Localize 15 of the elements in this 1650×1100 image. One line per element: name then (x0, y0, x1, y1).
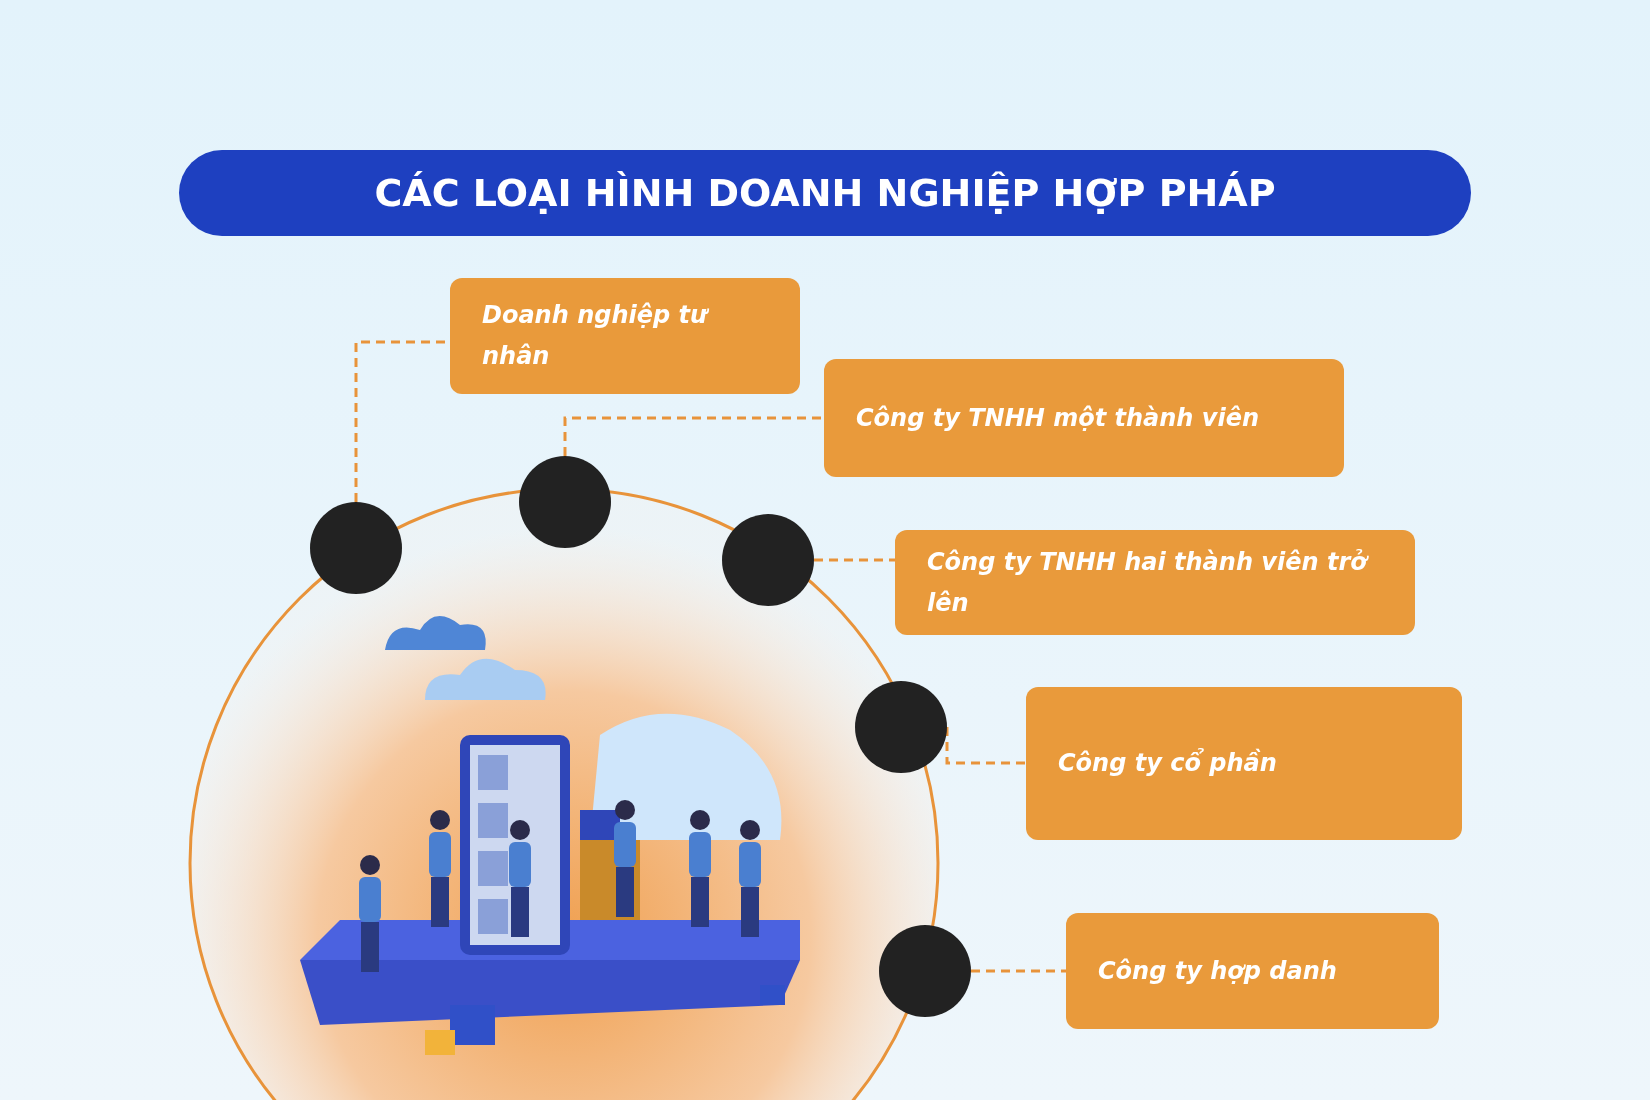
connector-line (945, 727, 1026, 765)
category-label: Công ty hợp danh (1098, 955, 1337, 987)
category-box (895, 530, 1415, 635)
category-box (450, 278, 800, 394)
connector-line (814, 558, 895, 562)
category-label: Công ty cổ phần (1058, 747, 1277, 780)
category-box (1026, 687, 1462, 840)
category-label: Doanh nghiệp tư nhân (482, 300, 710, 372)
title-text: CÁC LOẠI HÌNH DOANH NGHIỆP HỢP PHÁP (374, 171, 1276, 215)
category-label: Công ty TNHH một thành viên (856, 402, 1260, 434)
connector-line (563, 416, 824, 456)
category-box (1066, 913, 1439, 1029)
category-box (824, 359, 1344, 477)
category-label: Công ty TNHH hai thành viên trở lên (927, 546, 1370, 619)
connector-line (971, 969, 1066, 973)
